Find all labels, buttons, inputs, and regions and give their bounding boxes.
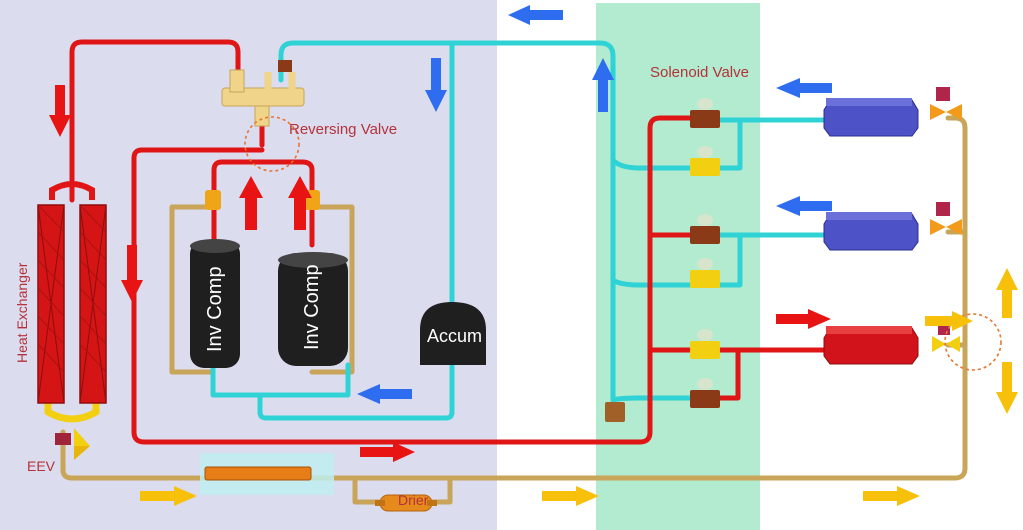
arrow-icon [925,311,973,331]
reversing-valve-icon [221,60,305,127]
arrow-icon [542,486,599,506]
arrow-icon [776,196,832,216]
solenoid-valves [605,98,720,422]
suction-line [210,40,841,421]
solenoid-valve-zone [596,3,760,530]
heat-exchanger-label: Heat Exchanger [14,262,30,363]
arrow-icon [360,442,415,462]
reversing-valve-highlight [244,116,300,172]
accumulator [420,302,486,365]
solenoid-valve-brown-1 [690,98,720,128]
arrow-icon [288,176,312,230]
arrow-icon [121,245,143,302]
indoor-unit-1-icon [823,98,919,137]
arrow-icon [776,78,832,98]
arrow-icon [996,268,1018,318]
subcooler [200,453,334,495]
solenoid-valve-yellow-1 [690,146,720,176]
compressor-2-label: Inv Comp [301,264,323,350]
drier [375,494,437,512]
eev-valve-icon [55,428,90,460]
arrow-icon [996,362,1018,414]
inverter-compressor-2 [278,252,348,366]
solenoid-valve-yellow-2 [690,258,720,288]
indoor-eev-highlight [944,313,1002,371]
solenoid-valve-brown-2 [690,214,720,244]
arrow-icon [49,85,71,137]
indoor-eev-2-icon [930,202,962,235]
arrow-icon [357,384,412,404]
indoor-eev-1-icon [930,87,962,120]
arrow-icon [239,176,263,230]
drier-label: Drier [398,492,429,508]
check-valve [605,402,625,422]
arrow-icon [592,58,614,112]
solenoid-valve-yellow-3 [690,329,720,359]
flow-arrows [49,5,1018,506]
arrow-icon [425,58,447,112]
inverter-compressor-1 [190,239,240,368]
eev-label: EEV [27,458,56,474]
heat-exchanger [37,181,107,423]
indoor-unit-2-icon [823,212,919,251]
compressor-1-label: Inv Comp [204,266,226,352]
indoor-unit-3-icon [823,326,919,365]
reversing-valve-label: Reversing Valve [289,121,398,138]
accumulator-label: Accum [427,326,483,346]
discharge-line [69,39,841,445]
arrow-icon [863,486,920,506]
compressor-fitting-1 [205,190,221,210]
arrow-icon [140,486,197,506]
solenoid-valve-label: Solenoid Valve [650,64,749,81]
arrow-icon [508,5,563,25]
arrow-icon [776,309,831,329]
solenoid-valve-brown-3 [690,378,720,408]
